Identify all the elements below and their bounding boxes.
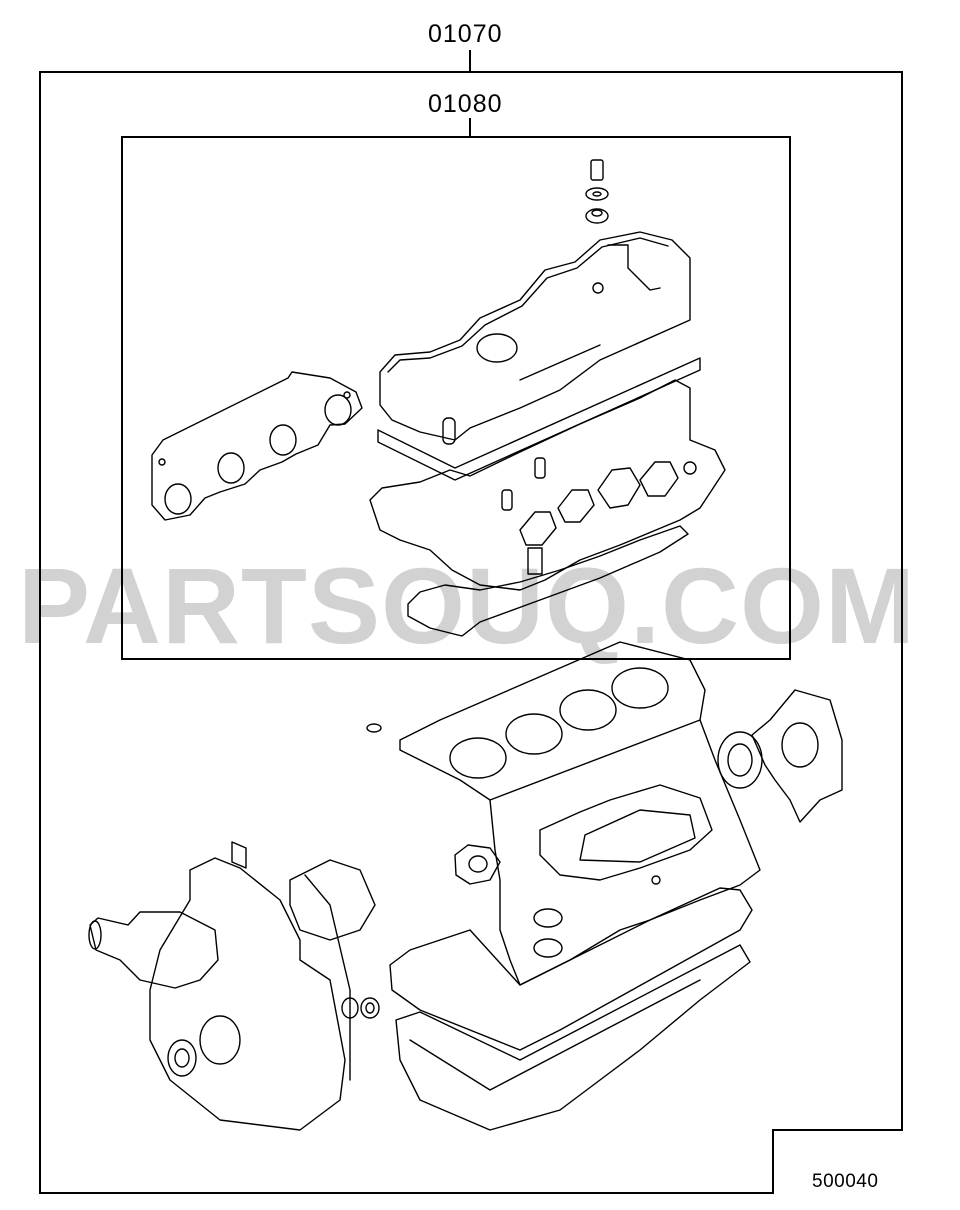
- cylinder-head: [369, 379, 726, 591]
- figure-number: 500040: [812, 1171, 879, 1192]
- inner-kit-bracket: [121, 136, 791, 660]
- exhaust-manifold-gasket-shape: [151, 371, 363, 521]
- rear-oil-seal: [717, 689, 843, 823]
- timing-cover: [149, 841, 346, 1131]
- cylinder-head-cover: [379, 231, 691, 445]
- watermark: PARTSOUQ.COM: [18, 545, 916, 666]
- head-cover-bolt: [585, 159, 609, 224]
- water-pump: [88, 859, 376, 1081]
- inner-kit-number: 01080: [428, 90, 503, 118]
- outer-kit-number: 01070: [428, 20, 503, 48]
- crank-seal-pieces: [341, 997, 380, 1019]
- small-gaskets: [533, 908, 563, 958]
- cylinder-head-gasket-shape: [407, 525, 689, 637]
- outer-kit-bracket: [39, 71, 903, 1194]
- oil-pan: [389, 887, 753, 1131]
- intake-manifold-gasket-shape: [539, 784, 713, 885]
- head-cover-gasket: [377, 357, 701, 481]
- water-outlet-gasket-shape: [454, 844, 501, 885]
- cylinder-block: [366, 641, 761, 986]
